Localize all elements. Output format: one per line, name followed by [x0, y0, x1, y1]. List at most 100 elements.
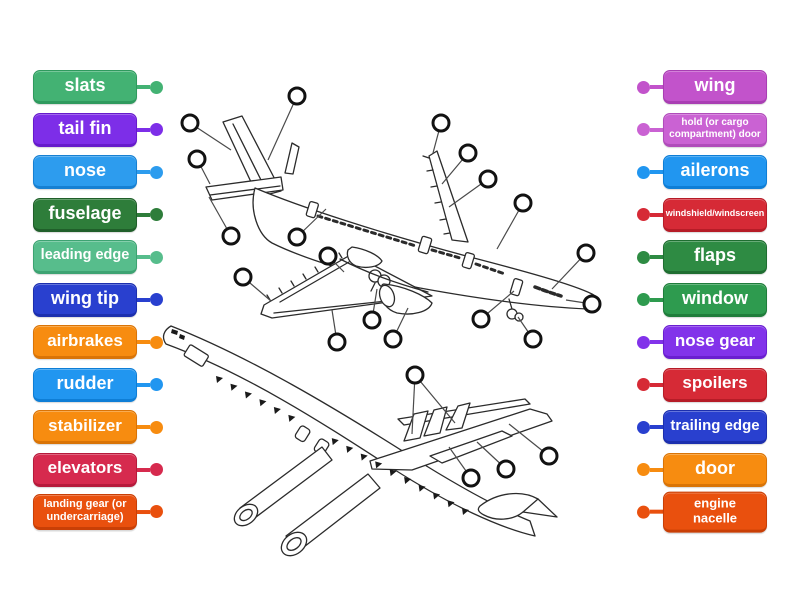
label-row-left-9: elevators: [33, 452, 163, 487]
window-mark: [418, 484, 426, 492]
label-button-wing[interactable]: wing: [663, 70, 767, 104]
label-button-trailing-edge[interactable]: trailing edge: [663, 410, 767, 444]
connector-stem: [650, 297, 663, 302]
leader-line: [267, 95, 298, 161]
window-mark: [389, 469, 397, 477]
drop-target-17[interactable]: [383, 329, 403, 349]
label-text: ailerons: [680, 160, 750, 181]
connector-dot: [637, 505, 650, 519]
label-text: undercarriage): [46, 511, 124, 523]
label-row-left-0: slats: [33, 70, 163, 104]
label-button-windshield-windscreen[interactable]: windshield/windscreen: [663, 197, 767, 232]
drop-target-10[interactable]: [576, 243, 596, 263]
label-row-left-8: stabilizer: [33, 410, 163, 444]
label-row-right-8: trailing edge: [637, 410, 767, 444]
label-button-door[interactable]: door: [663, 452, 767, 487]
drop-target-8[interactable]: [478, 169, 498, 189]
drop-target-13[interactable]: [523, 329, 543, 349]
drop-target-1[interactable]: [180, 113, 200, 133]
drop-target-20[interactable]: [496, 459, 516, 479]
label-row-right-4: flaps: [637, 240, 767, 274]
label-button-stabilizer[interactable]: stabilizer: [33, 410, 137, 444]
label-button-flaps[interactable]: flaps: [663, 240, 767, 274]
drop-target-7[interactable]: [458, 143, 478, 163]
airplane-top-drawing: [205, 115, 599, 322]
connector-stem: [137, 510, 150, 514]
drop-target-14[interactable]: [233, 267, 253, 287]
label-text: leading edge: [40, 247, 130, 264]
drop-target-0[interactable]: [287, 86, 307, 106]
connector-stem: [137, 425, 150, 429]
drop-target-19[interactable]: [461, 468, 481, 488]
drop-target-2[interactable]: [187, 149, 207, 169]
drop-target-16[interactable]: [362, 310, 382, 330]
label-button-ailerons[interactable]: ailerons: [663, 155, 767, 189]
drop-target-4[interactable]: [287, 227, 307, 247]
label-button-airbrakes[interactable]: airbrakes: [33, 325, 137, 359]
label-button-wing-tip[interactable]: wing tip: [33, 282, 137, 317]
drop-target-15[interactable]: [327, 332, 347, 352]
connector-stem: [650, 85, 663, 89]
drop-target-5[interactable]: [318, 246, 338, 266]
drop-target-6[interactable]: [431, 113, 451, 133]
connector-stem: [137, 297, 150, 302]
leader-line: [414, 374, 456, 424]
label-row-left-5: wing tip: [33, 282, 163, 317]
connector-stem: [650, 340, 663, 344]
label-row-right-3: windshield/windscreen: [637, 197, 767, 232]
label-button-elevators[interactable]: elevators: [33, 452, 137, 487]
label-text: wing tip: [51, 287, 119, 308]
label-button-window[interactable]: window: [663, 282, 767, 317]
label-button-spoilers[interactable]: spoilers: [663, 367, 767, 402]
window-mark: [447, 500, 455, 508]
connector-dot: [150, 378, 163, 391]
label-button-slats[interactable]: slats: [33, 70, 137, 104]
label-text: airbrakes: [47, 330, 123, 350]
label-text: landing gear (or: [43, 498, 127, 511]
window-mark: [375, 461, 383, 469]
label-row-left-7: rudder: [33, 367, 163, 402]
label-text: windshield/windscreen: [665, 208, 765, 219]
label-text: rudder: [56, 372, 114, 393]
label-row-left-3: fuselage: [33, 197, 163, 232]
label-button-fuselage[interactable]: fuselage: [33, 197, 137, 232]
connector-stem: [650, 127, 663, 132]
drop-target-21[interactable]: [539, 446, 559, 466]
leader-line: [411, 374, 416, 435]
connector-stem: [650, 425, 663, 429]
label-button-leading-edge[interactable]: leading edge: [33, 240, 137, 274]
label-button-nose-gear[interactable]: nose gear: [663, 325, 767, 359]
connector-stem: [137, 212, 150, 217]
connector-dot: [150, 165, 163, 179]
connector-dot: [637, 293, 650, 306]
label-button-rudder[interactable]: rudder: [33, 367, 137, 402]
label-button-nose[interactable]: nose: [33, 155, 137, 189]
airplane-bottom-drawing: [162, 325, 558, 557]
drop-target-12[interactable]: [471, 309, 491, 329]
connector-stem: [650, 382, 663, 387]
label-button-tail-fin[interactable]: tail fin: [33, 112, 137, 147]
label-row-right-6: nose gear: [637, 325, 767, 359]
window-mark: [360, 453, 368, 461]
connector-dot: [637, 420, 650, 434]
drop-target-11[interactable]: [582, 294, 602, 314]
label-row-left-6: airbrakes: [33, 325, 163, 359]
drop-target-18[interactable]: [405, 365, 425, 385]
drop-target-9[interactable]: [513, 193, 533, 213]
label-row-left-2: nose: [33, 155, 163, 189]
window-mark: [346, 445, 354, 453]
drop-target-3[interactable]: [221, 226, 241, 246]
window-mark: [433, 492, 441, 500]
connector-dot: [150, 123, 163, 136]
label-row-right-5: window: [637, 282, 767, 317]
label-text: wing: [694, 75, 736, 96]
connector-stem: [137, 170, 150, 174]
